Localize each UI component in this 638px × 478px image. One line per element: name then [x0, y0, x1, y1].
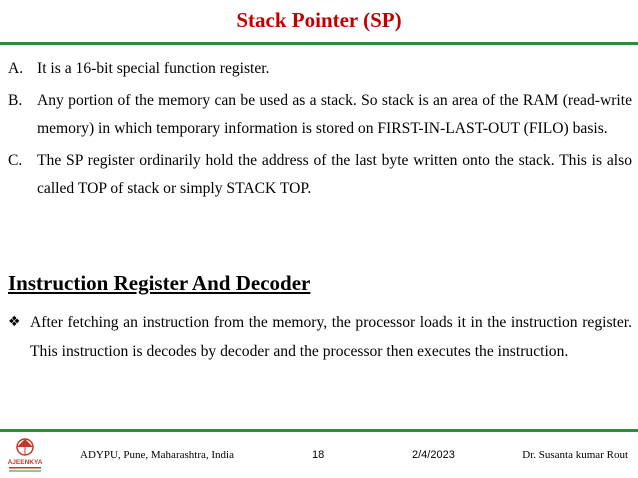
list-item-text: The SP register ordinarily hold the addr… [37, 152, 632, 197]
footer-date: 2/4/2023 [412, 449, 455, 461]
university-logo-icon: AJEENKYA [8, 438, 43, 472]
footer-institution: ADYPU, Pune, Maharashtra, India [80, 449, 234, 461]
list-item: B. Any portion of the memory can be used… [8, 87, 632, 143]
list-item-text: It is a 16-bit special function register… [37, 60, 270, 77]
list-item: A. It is a 16-bit special function regis… [8, 55, 632, 83]
section-heading: Instruction Register And Decoder [8, 271, 311, 295]
top-divider [0, 42, 638, 45]
slide-title: Stack Pointer (SP) [236, 8, 402, 32]
list-marker: A. [8, 60, 24, 77]
logo-text: AJEENKYA [8, 459, 43, 466]
bullet-paragraph: ❖ After fetching an instruction from the… [8, 308, 632, 366]
footer-author: Dr. Susanta kumar Rout [522, 449, 628, 461]
list-item-text: Any portion of the memory can be used as… [37, 92, 632, 137]
list-marker: C. [8, 152, 23, 169]
list-marker: B. [8, 92, 23, 109]
list-item: C. The SP register ordinarily hold the a… [8, 147, 632, 203]
diamond-bullet-icon: ❖ [8, 314, 21, 330]
bottom-divider [0, 429, 638, 432]
bullet-text: After fetching an instruction from the m… [30, 314, 632, 360]
footer-page-number: 18 [312, 449, 325, 461]
lettered-list: A. It is a 16-bit special function regis… [8, 55, 632, 207]
